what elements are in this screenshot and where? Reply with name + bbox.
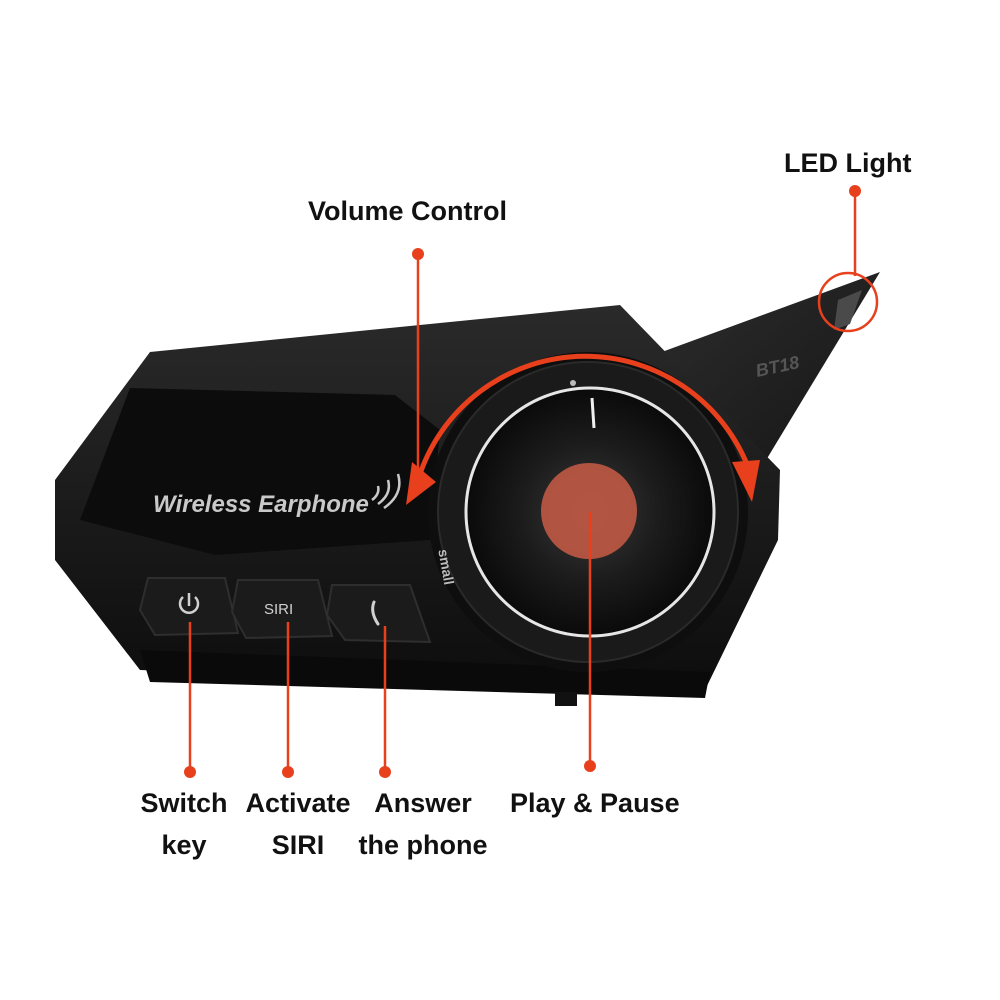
dial-indicator	[590, 397, 596, 429]
answer-phone-button[interactable]	[325, 584, 432, 644]
label-play-pause: Play & Pause	[510, 788, 680, 818]
label-answer-phone-line1: Answer	[374, 788, 472, 818]
siri-button[interactable]: SIRI	[230, 579, 334, 640]
leader-dot-switch	[184, 766, 196, 778]
label-led-light: LED Light	[784, 148, 912, 178]
label-activate-siri-line2: SIRI	[271, 830, 325, 860]
label-activate-siri-line1: Activate	[245, 788, 351, 818]
label-switch-key-line1: Switch	[140, 788, 228, 818]
phone-icon	[371, 600, 380, 626]
label-answer-phone: Answer the phone	[352, 782, 494, 866]
led-highlight-ring	[817, 271, 879, 333]
label-switch-key-line2: key	[161, 830, 207, 860]
switch-key-button[interactable]	[138, 577, 240, 637]
leader-dot-volume	[412, 248, 424, 260]
label-activate-siri: Activate SIRI	[238, 782, 358, 866]
leader-dot-siri	[282, 766, 294, 778]
dial-small-text: small	[435, 548, 457, 586]
side-port	[555, 692, 577, 706]
label-answer-phone-line2: the phone	[358, 830, 488, 860]
volume-arrow-right	[732, 460, 760, 502]
label-volume-control: Volume Control	[308, 196, 507, 226]
volume-arc	[415, 353, 755, 481]
dial-dot	[570, 380, 576, 386]
led-window	[834, 290, 862, 330]
leader-dot-answer	[379, 766, 391, 778]
label-switch-key: Switch key	[134, 782, 234, 866]
wireless-waves-icon	[371, 473, 401, 510]
device-base	[140, 650, 710, 698]
leader-dot-led	[849, 185, 861, 197]
volume-arrow-left	[406, 462, 436, 505]
brand-text: Wireless Earphone	[153, 491, 369, 518]
front-panel	[80, 388, 440, 555]
play-pause-button[interactable]	[541, 463, 637, 559]
leader-dot-play	[584, 760, 596, 772]
power-icon	[178, 593, 200, 614]
siri-button-label: SIRI	[264, 601, 293, 618]
